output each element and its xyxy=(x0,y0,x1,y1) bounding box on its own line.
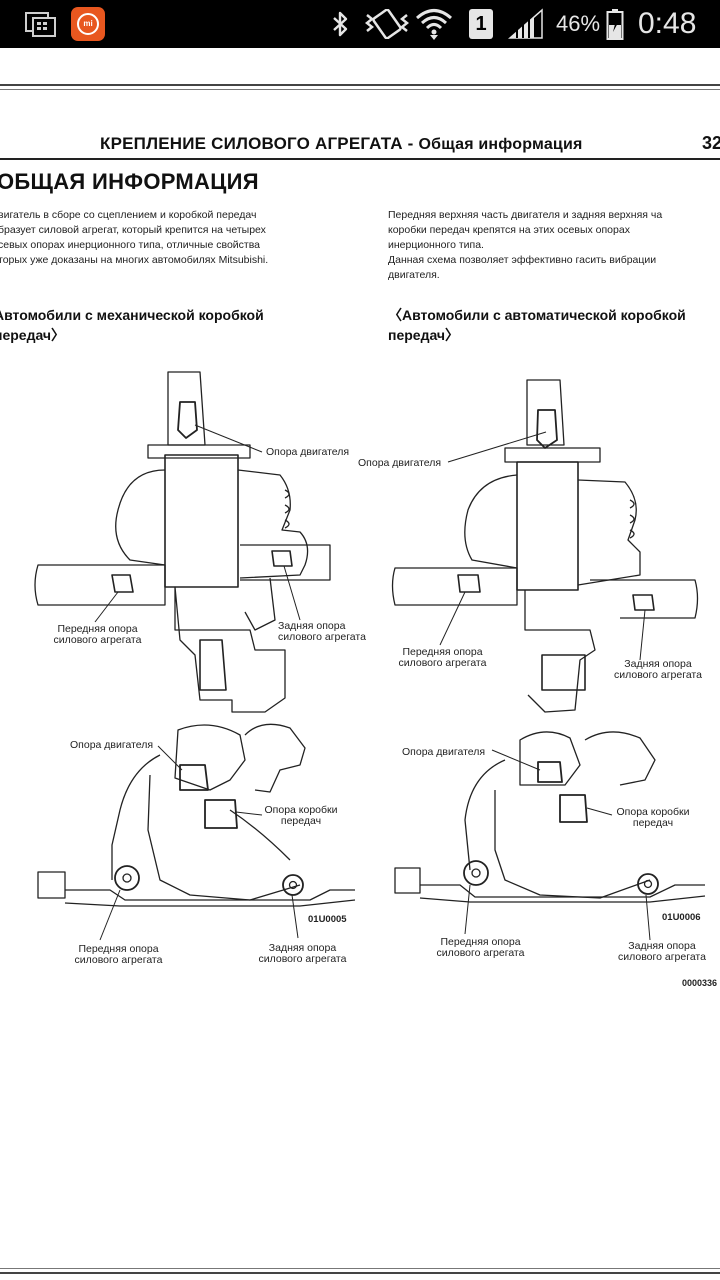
sim-number: 1 xyxy=(469,9,493,39)
top-rule xyxy=(0,84,720,86)
label-gearbox-mount-manual: Опора коробки передач xyxy=(264,804,338,827)
screenshot-gallery-icon[interactable] xyxy=(22,0,60,48)
engine-mount-diagrams xyxy=(34,371,706,941)
label-engine-mount-manual-top: Опора двигателя xyxy=(266,446,350,458)
automatic-transmission-heading: 〈Автомобили с автоматической коробкой пе… xyxy=(388,307,686,343)
figure-code-auto: 01U0006 xyxy=(662,912,701,923)
figure-code-page: 0000336 xyxy=(682,978,718,988)
signal-icon xyxy=(506,0,546,48)
label-gearbox-mount-auto: Опора коробки передач xyxy=(616,806,690,829)
auto-top-view-drawing xyxy=(391,379,699,713)
status-bar: mi 1 xyxy=(0,0,720,48)
manual-transmission-heading: Автомобили с механической коробкой перед… xyxy=(0,307,264,343)
section-title: ОБЩАЯ ИНФОРМАЦИЯ xyxy=(0,169,259,194)
intro-right-paragraph: Передняя верхняя часть двигателя и задня… xyxy=(388,209,663,281)
leader-lines xyxy=(94,424,651,941)
label-rear-mount-manual-bottom: Задняя опора силового агрегата xyxy=(258,942,347,965)
mi-app-label: mi xyxy=(77,13,99,35)
label-rear-mount-manual-top: Задняя опора силового агрегата xyxy=(278,620,366,643)
label-engine-mount-auto-bottom: Опора двигателя xyxy=(402,746,486,758)
header-title: КРЕПЛЕНИЕ СИЛОВОГО АГРЕГАТА - xyxy=(100,134,419,153)
manual-top-view-drawing xyxy=(34,371,331,713)
sim-1-badge: 1 xyxy=(466,0,496,48)
battery-icon xyxy=(603,0,627,48)
label-front-mount-manual-bottom: Передняя опора силового агрегата xyxy=(74,943,163,966)
label-front-mount-auto-top: Передняя опора силового агрегата xyxy=(398,646,487,669)
page-number: 32 xyxy=(702,133,720,153)
header-rule xyxy=(0,158,720,160)
battery-percent: 46% xyxy=(556,11,601,36)
clock: 0:48 xyxy=(638,7,697,40)
label-engine-mount-auto-top: Опора двигателя xyxy=(358,457,442,469)
label-front-mount-manual-top: Передняя опора силового агрегата xyxy=(53,623,142,646)
label-rear-mount-auto-top: Задняя опора силового агрегата xyxy=(614,658,702,681)
label-engine-mount-manual-bottom: Опора двигателя xyxy=(70,739,154,751)
label-rear-mount-auto-bottom: Задняя опора силового агрегата xyxy=(618,940,706,963)
label-front-mount-auto-bottom: Передняя опора силового агрегата xyxy=(436,936,525,959)
bottom-rule-thick xyxy=(0,1272,720,1274)
top-rule-thin xyxy=(0,89,720,90)
manual-bottom-view-drawing xyxy=(37,723,356,907)
figure-code-manual: 01U0005 xyxy=(308,914,347,925)
bottom-rule xyxy=(0,1268,720,1269)
auto-bottom-view-drawing xyxy=(394,731,706,903)
vibrate-icon xyxy=(362,0,412,48)
wifi-icon xyxy=(414,0,454,48)
page-header: КРЕПЛЕНИЕ СИЛОВОГО АГРЕГАТА - Общая инфо… xyxy=(100,134,583,154)
intro-left-paragraph: вигатель в сборе со сцеплением и коробко… xyxy=(0,209,269,266)
header-subtitle: Общая информация xyxy=(418,136,583,153)
bluetooth-icon xyxy=(328,0,354,48)
mi-app-icon[interactable]: mi xyxy=(70,0,106,48)
